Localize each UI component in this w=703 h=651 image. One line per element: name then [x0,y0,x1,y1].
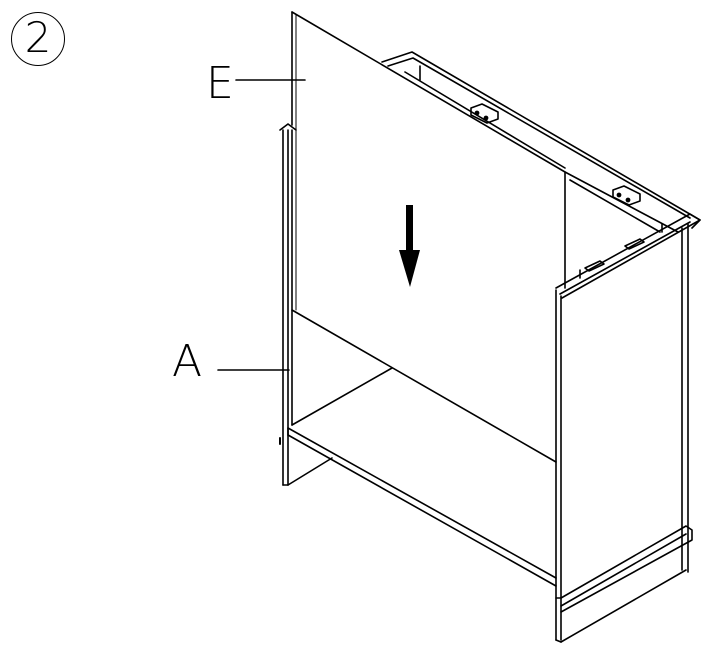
step-number-badge: 2 [11,12,65,66]
side-panel-A [279,123,333,486]
step-number: 2 [24,13,52,62]
top-frame [381,51,701,299]
panel-E [291,11,566,463]
part-label-E: E [206,58,234,109]
part-label-A: A [172,336,203,387]
right-side-panel [555,223,693,643]
bottom-shelf [287,367,557,587]
down-arrow-icon [399,205,420,287]
